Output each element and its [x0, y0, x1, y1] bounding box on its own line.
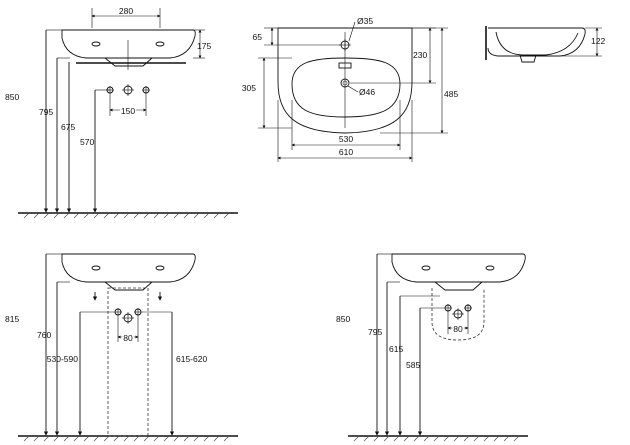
- dim-hole-35: Ø35: [357, 16, 373, 26]
- dim-610: 610: [339, 147, 353, 157]
- dim-80-a: 80: [123, 333, 133, 343]
- dim-850: 850: [5, 92, 19, 102]
- semi-pedestal-view: 80 850 795 615 585: [336, 253, 528, 442]
- basin-outline: [61, 29, 196, 59]
- dim-570: 570: [80, 137, 94, 147]
- pedestal-column: [107, 287, 149, 437]
- dim-65: 65: [253, 32, 263, 42]
- plan-view: Ø35 65 230 485 305 Ø46 530 610: [242, 16, 458, 162]
- section-view: 122: [485, 26, 605, 63]
- dim-80-b: 80: [453, 324, 463, 334]
- dim-230: 230: [413, 50, 427, 60]
- floor-hatch-2: [18, 435, 238, 442]
- pedestal-view: 80 815 760 530-590 615-620: [5, 253, 238, 442]
- dim-280: 280: [119, 6, 133, 16]
- dim-760: 760: [37, 330, 51, 340]
- dim-795: 795: [39, 107, 53, 117]
- semi-pedestal-shroud: [431, 288, 485, 341]
- dim-175: 175: [197, 41, 211, 51]
- dim-675: 675: [61, 122, 75, 132]
- dim-615-620: 615-620: [176, 354, 207, 364]
- dim-795-b: 795: [368, 327, 382, 337]
- supply-points: [106, 84, 150, 96]
- dim-615: 615: [389, 344, 403, 354]
- floor-hatch-3: [348, 435, 528, 442]
- basin-section-outline: [487, 27, 586, 57]
- dim-585: 585: [406, 360, 420, 370]
- floor-hatch: [18, 212, 238, 219]
- dim-122: 122: [591, 36, 605, 46]
- dim-815: 815: [5, 314, 19, 324]
- dim-485: 485: [444, 89, 458, 99]
- dim-drain-46: Ø46: [359, 87, 375, 97]
- dim-850-b: 850: [336, 314, 350, 324]
- dim-530-590: 530-590: [47, 354, 78, 364]
- basin-plan-outline: [277, 27, 413, 134]
- side-view: 280 175 850 795 675 570 150: [5, 6, 238, 219]
- dim-530: 530: [339, 134, 353, 144]
- dim-305: 305: [242, 83, 256, 93]
- dim-150: 150: [121, 106, 135, 116]
